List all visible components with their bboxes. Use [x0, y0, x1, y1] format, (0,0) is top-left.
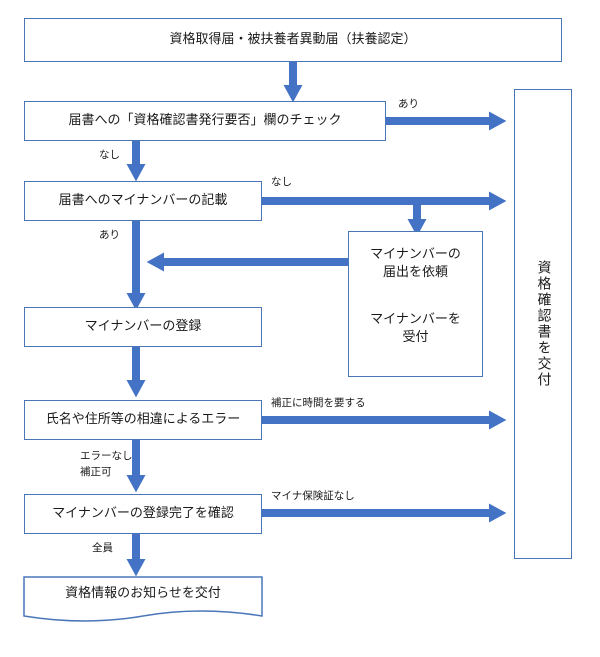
register-text: マイナンバーの登録	[84, 319, 202, 335]
check-text: 届書への「資格確認書発行要否」欄のチェック	[68, 113, 342, 129]
receive-text-line1: マイナンバーを	[370, 312, 461, 328]
mynumber-entry-box: 届書へのマイナンバーの記載	[24, 181, 262, 221]
confirm-box: マイナンバーの登録完了を確認	[24, 494, 262, 534]
label-all: 全員	[92, 542, 113, 554]
check-box: 届書への「資格確認書発行要否」欄のチェック	[24, 101, 386, 141]
request-box: マイナンバーの 届出を依頼 マイナンバーを 受付	[348, 231, 483, 377]
label-correction-time: 補正に時間を要する	[271, 397, 366, 409]
receive-text-line2: 受付	[402, 329, 429, 345]
register-box: マイナンバーの登録	[24, 307, 262, 347]
start-text: 資格取得届・被扶養者異動届（扶養認定）	[169, 32, 417, 48]
error-check-text: 氏名や住所等の相違によるエラー	[45, 412, 241, 428]
final-box: 資格情報のお知らせを交付	[24, 577, 262, 611]
issue-box: 資格確認書を交付	[514, 89, 572, 559]
final-document-shape	[23, 576, 263, 622]
request-text-line1: マイナンバーの	[370, 247, 461, 262]
start-box: 資格取得届・被扶養者異動届（扶養認定）	[24, 18, 562, 62]
label-correctable: 補正可	[80, 466, 112, 478]
label-ari-2: あり	[99, 229, 120, 241]
final-text: 資格情報のお知らせを交付	[65, 586, 221, 602]
request-text-line2: 届出を依頼	[382, 264, 448, 280]
label-ari-top: あり	[398, 98, 419, 110]
issue-text: 資格確認書を交付	[535, 260, 552, 388]
label-error-none: エラーなし	[80, 450, 133, 462]
error-check-box: 氏名や住所等の相違によるエラー	[24, 400, 262, 440]
label-no-cert: マイナ保険証なし	[271, 490, 355, 502]
label-nashi-2: なし	[271, 176, 292, 188]
confirm-text: マイナンバーの登録完了を確認	[52, 506, 234, 522]
label-nashi-1: なし	[99, 149, 120, 161]
mynumber-entry-text: 届書へのマイナンバーの記載	[58, 193, 228, 209]
